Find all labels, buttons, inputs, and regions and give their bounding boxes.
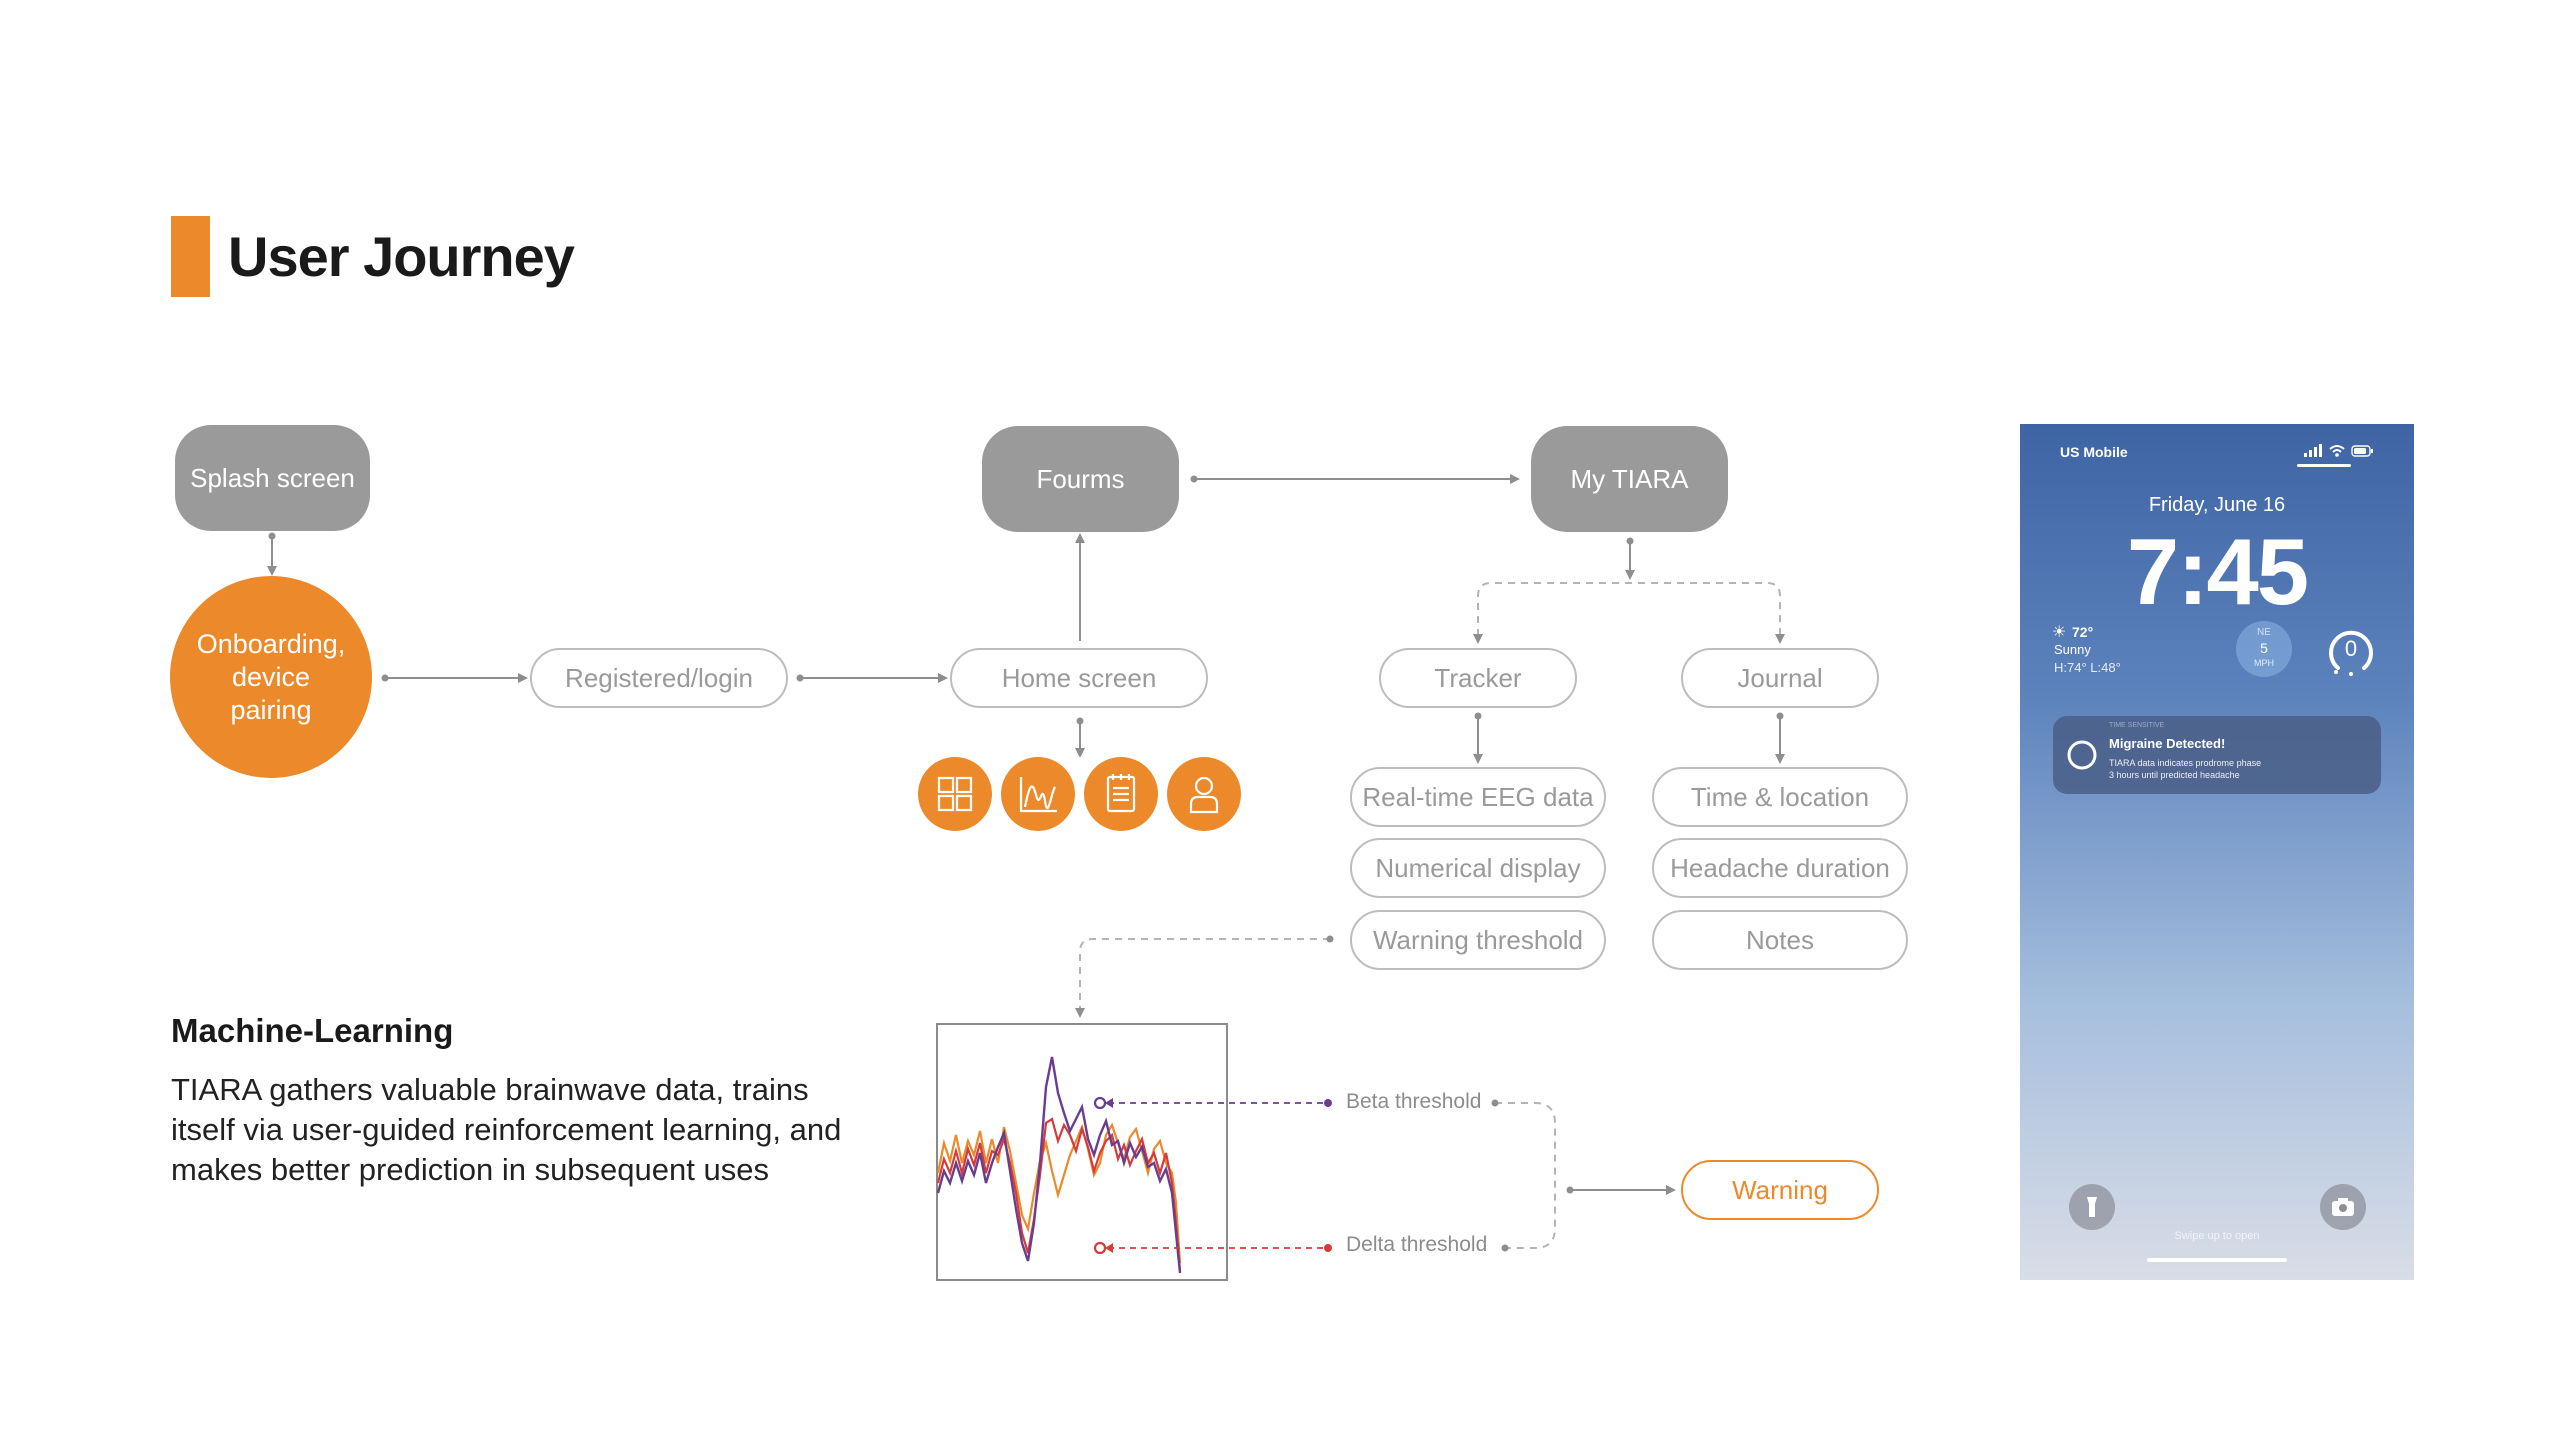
node-warning: Warning bbox=[1681, 1160, 1879, 1220]
node-journal: Journal bbox=[1681, 648, 1879, 708]
node-notes: Notes bbox=[1652, 910, 1908, 970]
sun-icon: ☀ bbox=[2052, 624, 2067, 641]
flashlight-icon bbox=[2087, 1197, 2097, 1217]
node-time-location: Time & location bbox=[1652, 767, 1908, 827]
carrier-label: US Mobile bbox=[2060, 444, 2128, 460]
node-forums: Fourms bbox=[982, 426, 1179, 532]
notif-app-label: TIME SENSITIVE bbox=[2109, 722, 2165, 729]
migraine-notification[interactable]: TIME SENSITIVE Migraine Detected! TIARA … bbox=[2053, 716, 2381, 794]
status-underline bbox=[2297, 464, 2351, 467]
lock-date: Friday, June 16 bbox=[2148, 494, 2286, 516]
gauge-value: 0 bbox=[2344, 636, 2358, 661]
profile-icon bbox=[1167, 757, 1241, 831]
node-splash-screen: Splash screen bbox=[175, 425, 370, 531]
notif-line-1: TIARA data indicates prodrome phase bbox=[2109, 758, 2262, 768]
notif-title: Migraine Detected! bbox=[2109, 736, 2226, 751]
node-tracker: Tracker bbox=[1379, 648, 1577, 708]
lock-time: 7:45 bbox=[2126, 519, 2309, 624]
ml-heading: Machine-Learning bbox=[171, 1012, 454, 1049]
beta-threshold-label: Beta threshold bbox=[1346, 1090, 1482, 1113]
notif-line-2: 3 hours until predicted headache bbox=[2109, 770, 2240, 780]
threshold-markers bbox=[1093, 1096, 1332, 1255]
flashlight-button[interactable] bbox=[2069, 1184, 2115, 1230]
weather-condition: Sunny bbox=[2054, 642, 2091, 657]
wind-direction: NE bbox=[2257, 627, 2271, 638]
weather-range: H:74° L:48° bbox=[2054, 660, 2121, 675]
wind-widget: NE 5 MPH bbox=[2236, 621, 2292, 677]
node-headache-duration: Headache duration bbox=[1652, 838, 1908, 898]
node-numerical-display: Numerical display bbox=[1350, 838, 1606, 898]
eeg-waveform-chart bbox=[936, 1023, 1228, 1281]
wind-speed: 5 bbox=[2260, 640, 2268, 656]
ring-status-icon bbox=[2067, 740, 2097, 770]
signal-wifi-battery-icon bbox=[2304, 444, 2373, 457]
node-home-screen: Home screen bbox=[950, 648, 1208, 708]
swipe-hint: Swipe up to open bbox=[2174, 1230, 2260, 1242]
node-realtime-eeg: Real-time EEG data bbox=[1350, 767, 1606, 827]
home-indicator[interactable] bbox=[2147, 1258, 2287, 1262]
weather-temp: 72° bbox=[2072, 624, 2094, 640]
camera-icon bbox=[2332, 1198, 2354, 1216]
node-registered-login: Registered/login bbox=[530, 648, 788, 708]
notepad-icon bbox=[1084, 757, 1158, 831]
gauge-widget-icon bbox=[2329, 630, 2373, 676]
node-onboarding: Onboarding, device pairing bbox=[170, 576, 372, 778]
brainwave-chart-icon bbox=[1001, 757, 1075, 831]
camera-button[interactable] bbox=[2320, 1184, 2366, 1230]
ml-description: TIARA gathers valuable brainwave data, t… bbox=[171, 1072, 842, 1187]
node-my-tiara: My TIARA bbox=[1531, 426, 1728, 532]
title-accent-bar bbox=[171, 216, 210, 297]
delta-threshold-label: Delta threshold bbox=[1346, 1233, 1488, 1256]
phone-lock-screen: US Mobile Friday, June 16 7:45 ☀ 72° Sun… bbox=[2020, 424, 2414, 1280]
page-title: User Journey bbox=[228, 225, 575, 288]
dashboard-grid-icon bbox=[918, 757, 992, 831]
node-warning-threshold: Warning threshold bbox=[1350, 910, 1606, 970]
wind-unit: MPH bbox=[2254, 658, 2274, 668]
